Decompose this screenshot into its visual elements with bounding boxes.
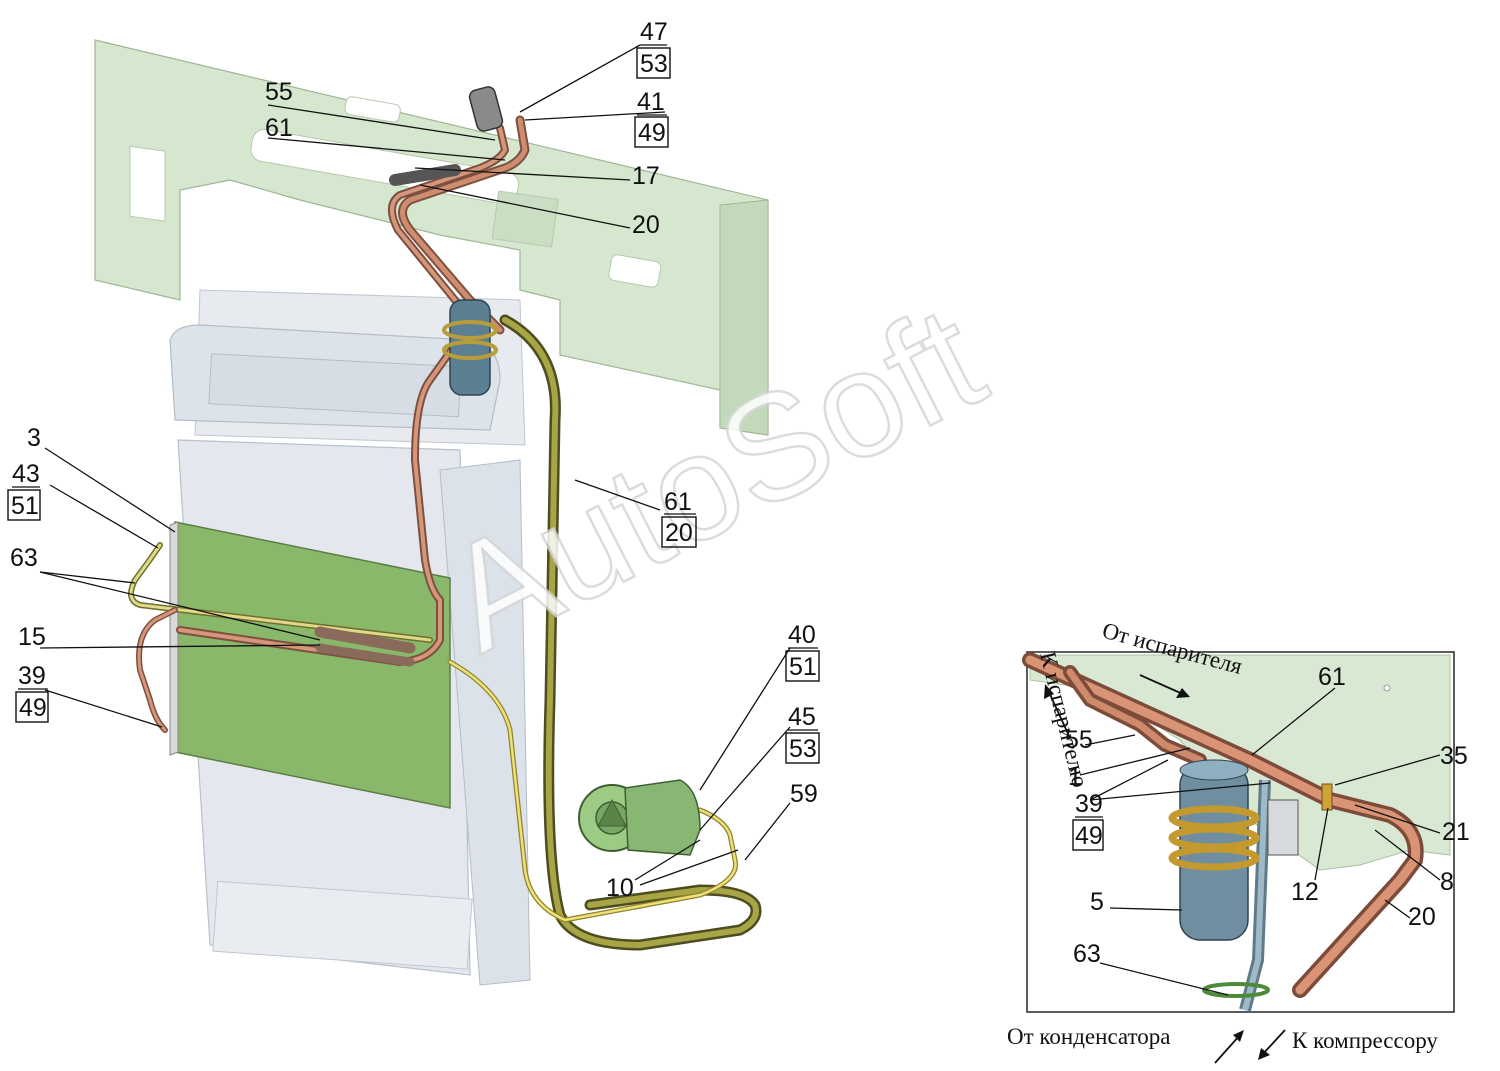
inset-label-20: 20 bbox=[1408, 903, 1436, 931]
inset-label-35: 35 bbox=[1440, 742, 1468, 770]
label-63: 63 bbox=[10, 544, 38, 572]
inset-label-61: 61 bbox=[1318, 663, 1346, 691]
inset-label-55: 55 bbox=[1065, 726, 1093, 754]
inset-label-49: 49 bbox=[1075, 822, 1103, 850]
inset-label-8: 8 bbox=[1440, 868, 1454, 896]
leader-lines bbox=[39, 44, 791, 886]
label-43: 43 bbox=[12, 460, 40, 488]
inset-label-1: 1 bbox=[1068, 763, 1082, 791]
label-61-top: 61 bbox=[265, 114, 293, 142]
label-53-top: 53 bbox=[640, 50, 668, 78]
main-labels: 3 43 51 63 15 39 49 47 53 55 41 49 61 17… bbox=[7, 18, 820, 902]
label-53-right: 53 bbox=[789, 735, 817, 763]
label-20-mid: 20 bbox=[665, 519, 693, 547]
label-17: 17 bbox=[632, 162, 660, 190]
receiver-drier bbox=[442, 86, 504, 396]
inset-detail: От испарителя К испарителю От конденсато… bbox=[1007, 618, 1470, 1064]
label-49-left: 49 bbox=[19, 694, 47, 722]
label-51-right: 51 bbox=[789, 653, 817, 681]
label-39: 39 bbox=[18, 662, 46, 690]
piping bbox=[128, 115, 762, 951]
label-10: 10 bbox=[606, 874, 634, 902]
caption-to-compressor: К компрессору bbox=[1292, 1028, 1438, 1053]
label-40: 40 bbox=[788, 621, 816, 649]
label-61-mid: 61 bbox=[664, 488, 692, 516]
label-20-top: 20 bbox=[632, 211, 660, 239]
label-41: 41 bbox=[637, 88, 665, 116]
inset-label-21: 21 bbox=[1442, 818, 1470, 846]
condenser bbox=[169, 521, 451, 809]
inset-label-5: 5 bbox=[1090, 888, 1104, 916]
label-51-left: 51 bbox=[11, 492, 39, 520]
caption-from-condenser: От конденсатора bbox=[1007, 1024, 1171, 1049]
label-3: 3 bbox=[27, 424, 41, 452]
compressor bbox=[578, 779, 701, 856]
label-47: 47 bbox=[640, 18, 668, 46]
label-59: 59 bbox=[790, 780, 818, 808]
inset-label-12: 12 bbox=[1291, 878, 1319, 906]
inset-label-63: 63 bbox=[1073, 940, 1101, 968]
label-45: 45 bbox=[788, 703, 816, 731]
label-55: 55 bbox=[265, 78, 293, 106]
cab-panel bbox=[94, 39, 769, 436]
label-49-top: 49 bbox=[638, 119, 666, 147]
inset-label-39: 39 bbox=[1075, 790, 1103, 818]
label-15: 15 bbox=[18, 623, 46, 651]
